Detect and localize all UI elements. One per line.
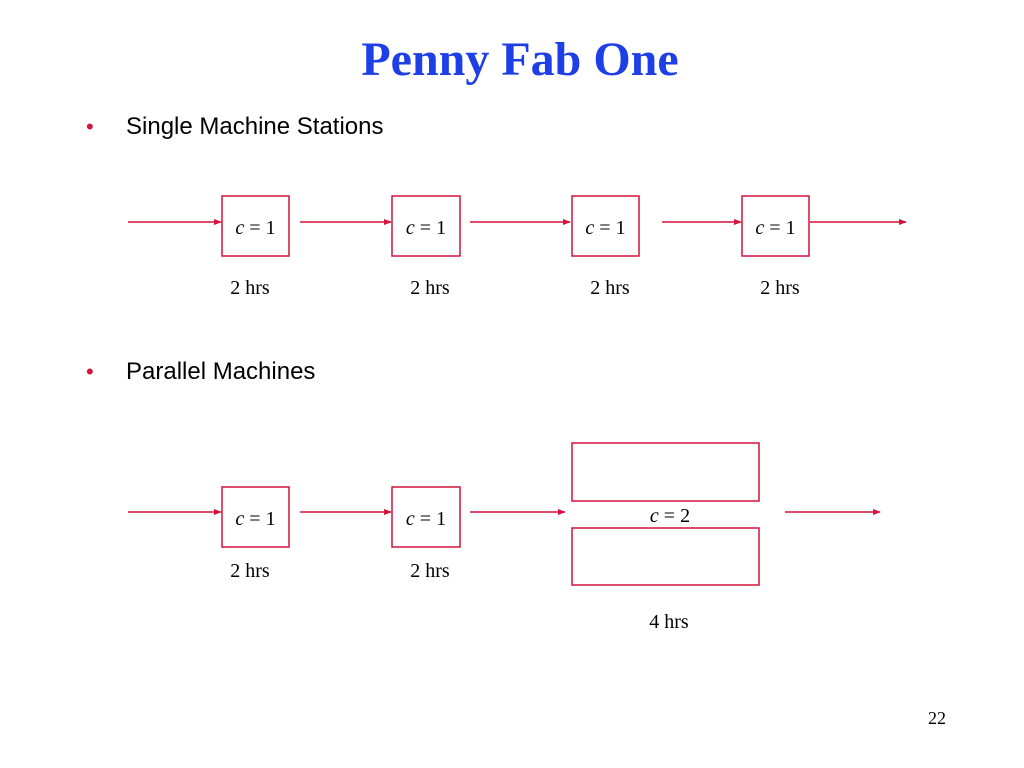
station-capacity-label: c = 1 xyxy=(755,217,796,239)
station-box xyxy=(391,486,461,548)
station-time-label: 2 hrs xyxy=(230,277,270,299)
station-capacity-label: c = 1 xyxy=(585,217,626,239)
slide-title: Penny Fab One xyxy=(361,33,679,86)
station-box xyxy=(571,195,640,257)
station-time-label: 2 hrs xyxy=(760,277,800,299)
parallel-station-capacity-label: c = 2 xyxy=(649,505,691,527)
single-machine-line xyxy=(128,195,907,257)
bullet-text: Single Machine Stations xyxy=(126,113,384,140)
parallel-machine-box-bottom xyxy=(571,527,760,586)
bullet-text: Parallel Machines xyxy=(126,358,316,385)
bullet-marker: • xyxy=(86,114,94,139)
station-time-label: 2 hrs xyxy=(590,277,630,299)
parallel-machine-box-top xyxy=(571,442,760,502)
parallel-machine-line xyxy=(128,442,881,586)
station-capacity-label: c = 1 xyxy=(235,508,276,530)
station-box xyxy=(221,486,290,548)
bullet-marker: • xyxy=(86,359,94,384)
page-number: 22 xyxy=(928,708,946,728)
station-box xyxy=(221,195,290,257)
bullet-parallel-machines: • Parallel Machines xyxy=(86,357,315,387)
station-time-label: 2 hrs xyxy=(410,560,450,582)
station-time-label: 2 hrs xyxy=(410,277,450,299)
station-time-label: 2 hrs xyxy=(230,560,270,582)
station-box xyxy=(741,195,810,257)
bullet-single-machine-stations: • Single Machine Stations xyxy=(86,112,383,142)
station-capacity-label: c = 1 xyxy=(405,217,447,239)
station-capacity-label: c = 1 xyxy=(405,508,447,530)
station-box xyxy=(391,195,461,257)
parallel-station-time-label: 4 hrs xyxy=(649,611,689,633)
station-capacity-label: c = 1 xyxy=(235,217,276,239)
